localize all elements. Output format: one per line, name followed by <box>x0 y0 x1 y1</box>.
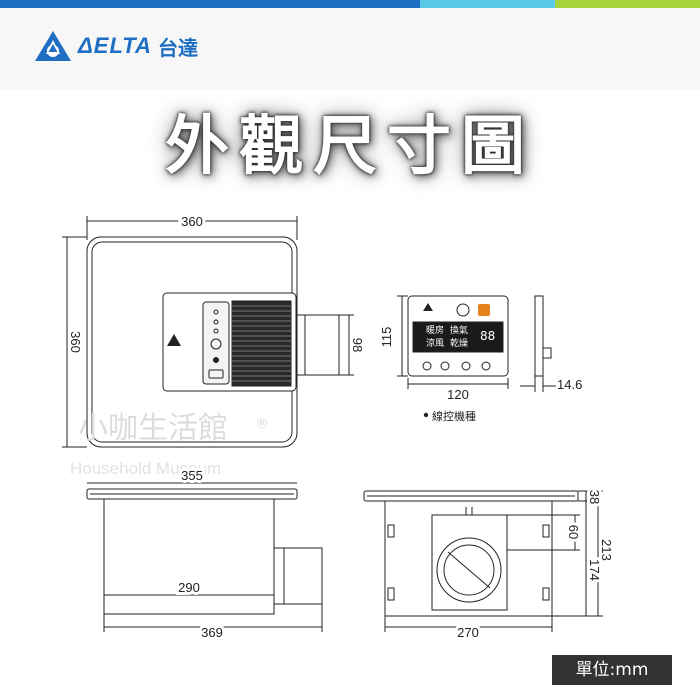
label-side-duct: 60 <box>566 525 581 539</box>
front-sensor <box>213 357 219 363</box>
label-bottom-total: 369 <box>201 625 223 640</box>
side-body <box>384 500 553 617</box>
label-controller-width: 120 <box>447 387 469 402</box>
controller-view <box>397 295 556 392</box>
front-button-strip <box>202 301 230 385</box>
brand-name-zh: 台達 <box>157 35 198 60</box>
label-front-height: 360 <box>68 331 83 353</box>
controller-side-body <box>534 295 544 377</box>
bottom-duct <box>273 547 323 605</box>
controller-delta-logo-icon <box>423 303 433 311</box>
controller-fan-button <box>440 361 450 371</box>
label-bottom-panel: 355 <box>181 468 203 483</box>
top-bar-cyan <box>420 0 555 8</box>
front-grille-slats <box>232 305 291 382</box>
front-led <box>213 319 219 325</box>
controller-heat-button <box>422 361 432 371</box>
watermark-en: Household Museum <box>70 459 221 478</box>
controller-row1b: 換氣 <box>450 324 468 336</box>
side-damper-blade <box>447 551 491 589</box>
delta-triangle-icon <box>35 31 71 61</box>
watermark-mark: ® <box>255 416 269 432</box>
header <box>0 8 700 90</box>
label-side-total: 213 <box>599 539 614 561</box>
side-duct-frame <box>431 514 508 611</box>
front-duct <box>296 314 340 376</box>
controller-stop-button <box>478 304 490 316</box>
front-grille <box>231 300 292 387</box>
controller-caption: 線控機種 <box>432 409 476 423</box>
front-led <box>213 328 219 334</box>
controller-row1: 暖房 <box>426 324 444 336</box>
side-duct-outlet <box>436 537 502 603</box>
label-side-body: 174 <box>587 559 602 581</box>
controller-row2b: 乾燥 <box>450 337 468 349</box>
front-knob-icon <box>210 338 222 350</box>
label-side-width: 270 <box>457 625 479 640</box>
caption-bullet <box>423 412 429 418</box>
top-bar-blue <box>0 0 420 8</box>
side-damper <box>443 544 495 596</box>
top-bar-green <box>555 0 700 8</box>
controller-digits: 88 <box>480 329 495 343</box>
side-bracket <box>542 587 550 601</box>
controller-power-icon <box>456 303 470 317</box>
label-bottom-duct: 290 <box>178 580 200 595</box>
watermark-zh: 小咖生活館 <box>78 411 228 446</box>
label-front-width: 360 <box>181 214 203 229</box>
side-bracket <box>542 524 550 538</box>
controller-side-clip <box>542 347 552 359</box>
top-color-bar <box>0 0 700 8</box>
delta-logo: ΔELTA 台達 <box>34 30 198 62</box>
controller-row2: 涼風 <box>426 337 444 349</box>
side-bracket <box>387 587 395 601</box>
controller-timer-button <box>461 361 471 371</box>
front-delta-logo-icon <box>167 334 181 346</box>
front-led <box>213 309 219 315</box>
front-receiver <box>208 369 224 379</box>
label-front-duct: 98 <box>350 338 365 352</box>
unit-label: 單位:mm <box>552 655 672 685</box>
bottom-view <box>86 482 323 632</box>
brand-name: ΔELTA <box>78 33 152 58</box>
side-view <box>363 490 603 632</box>
label-side-flange: 38 <box>587 490 602 504</box>
bottom-body <box>103 498 275 615</box>
front-view <box>62 216 354 448</box>
side-bracket <box>387 524 395 538</box>
controller-display <box>412 321 504 353</box>
label-controller-height: 115 <box>379 327 394 348</box>
controller-mode-button <box>481 361 491 371</box>
label-controller-depth: 14.6 <box>557 377 582 392</box>
page-title: 外觀尺寸圖 <box>165 110 535 184</box>
